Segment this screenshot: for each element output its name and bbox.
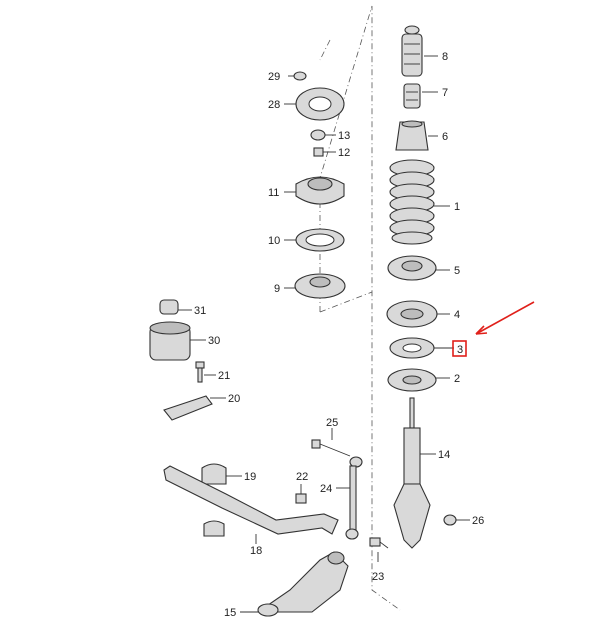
part-10-bearing (284, 228, 345, 252)
callout-29: 29 (268, 71, 280, 83)
callout-11: 11 (268, 187, 279, 199)
callout-9: 9 (274, 283, 280, 295)
part-18-stabilizer-bar (163, 465, 339, 544)
part-4-spring-seat-lower (386, 300, 450, 328)
part-14-shock-absorber (393, 397, 436, 549)
part-12-nut (313, 147, 336, 157)
callout-8: 8 (442, 51, 448, 63)
callout-10: 10 (268, 235, 280, 247)
callout-18: 18 (250, 545, 262, 557)
callout-2: 2 (454, 373, 460, 385)
callout-24: 24 (320, 483, 332, 495)
part-26-nut (443, 514, 470, 526)
callout-19: 19 (244, 471, 256, 483)
callout-3: 3 (457, 344, 463, 356)
part-21-bolt (195, 361, 216, 383)
part-5-spring-seat-upper (387, 255, 450, 281)
callout-13: 13 (338, 130, 350, 142)
assembly-frame (319, 5, 401, 611)
callout-7: 7 (442, 87, 448, 99)
part-3-washer (389, 337, 454, 359)
callout-4: 4 (454, 309, 460, 321)
callout-1: 1 (454, 201, 460, 213)
callout-14: 14 (438, 449, 450, 461)
callout-23: 23 (372, 571, 384, 583)
callout-3-highlight-box (452, 340, 467, 357)
callout-21: 21 (218, 370, 230, 382)
part-30-bush (149, 321, 206, 361)
callout-5: 5 (454, 265, 460, 277)
part-29-nut (288, 71, 307, 81)
callout-20: 20 (228, 393, 240, 405)
part-8-boot (401, 25, 438, 77)
callout-labels: 8 7 6 1 5 4 3 2 14 26 29 28 13 12 11 10 … (194, 51, 484, 617)
callout-25: 25 (326, 417, 338, 429)
part-23-bolt (369, 537, 389, 562)
callout-30: 30 (208, 335, 220, 347)
part-13-cap (310, 129, 336, 141)
part-19-stabilizer-bush (201, 463, 242, 485)
part-24-link-rod (336, 456, 363, 540)
callout-26: 26 (472, 515, 484, 527)
callout-28: 28 (268, 99, 280, 111)
part-9-spring-pad (284, 273, 346, 299)
part-28-mount-plate (284, 87, 345, 121)
part-2-washer (387, 368, 450, 392)
callout-31: 31 (194, 305, 206, 317)
callout-15: 15 (224, 607, 236, 617)
part-31-cap (159, 299, 192, 315)
part-15-control-arm (240, 551, 349, 617)
part-20-bracket (163, 395, 226, 421)
red-arrow-icon (475, 301, 535, 335)
part-22-nut (295, 484, 307, 504)
callout-6: 6 (442, 131, 448, 143)
part-1-coil-spring (389, 159, 450, 245)
part-11-strut-mount (284, 176, 345, 205)
part-25-bolt (311, 428, 351, 457)
callout-12: 12 (338, 147, 350, 159)
part-6-dust-cap (395, 120, 438, 151)
callout-22: 22 (296, 471, 308, 483)
part-7-bump-stop (403, 83, 438, 109)
